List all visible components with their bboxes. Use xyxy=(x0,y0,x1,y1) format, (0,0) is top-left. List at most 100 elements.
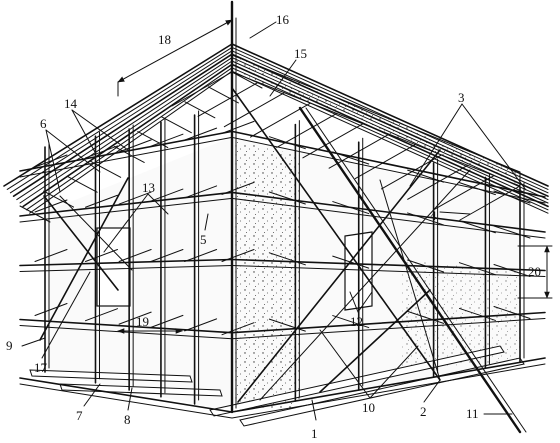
transom xyxy=(407,259,445,273)
ledger-left xyxy=(19,318,233,334)
deck-board-right xyxy=(231,43,549,187)
transom xyxy=(184,318,218,332)
ledger-right xyxy=(231,258,546,272)
label-7: 7 xyxy=(76,408,83,423)
brace-left-1 xyxy=(39,177,129,341)
deck-crossboard xyxy=(231,71,263,89)
transom xyxy=(184,249,218,262)
label-10: 10 xyxy=(362,400,375,415)
leader-12b xyxy=(357,291,373,313)
label-3: 3 xyxy=(458,90,465,105)
ledger-right xyxy=(231,130,546,198)
transom xyxy=(332,315,370,329)
transom xyxy=(493,264,531,277)
label-14: 14 xyxy=(64,96,78,111)
left-wall xyxy=(45,137,232,412)
sleeper-plank xyxy=(29,369,193,383)
transom xyxy=(118,191,152,205)
transom xyxy=(407,310,445,324)
label-16: 16 xyxy=(276,12,290,27)
leader-7 xyxy=(83,383,101,407)
scaffold-frame xyxy=(19,0,546,419)
transom xyxy=(493,306,531,319)
plaster-texture-lower xyxy=(400,260,520,370)
label-12: 12 xyxy=(350,314,363,329)
label-8: 8 xyxy=(124,412,131,427)
deck-crossboard xyxy=(137,131,169,149)
label-6: 6 xyxy=(40,116,47,131)
leader-14b xyxy=(71,109,129,151)
ledger-left-edge xyxy=(19,197,233,223)
label-5: 5 xyxy=(200,232,207,247)
deck-crossboard xyxy=(66,175,98,193)
leader-6a xyxy=(45,129,61,193)
deck-board-right xyxy=(231,63,549,208)
deck-crossboard xyxy=(407,164,469,200)
transom xyxy=(458,182,496,196)
raking-brace-pole xyxy=(298,106,522,434)
brace-right-2 xyxy=(259,169,471,401)
deck-crossboard xyxy=(197,81,259,117)
transom xyxy=(493,225,531,239)
leader-14a xyxy=(71,109,97,155)
leader-8 xyxy=(127,387,133,411)
leader-13a xyxy=(103,193,149,253)
deck-board-left xyxy=(19,60,233,204)
transom xyxy=(84,308,118,322)
label-20: 20 xyxy=(528,264,541,279)
deck-crossboard xyxy=(302,123,364,159)
leader-9 xyxy=(21,337,46,347)
ledger-right xyxy=(231,357,546,413)
transom xyxy=(150,133,184,147)
brace-cross-1 xyxy=(231,87,441,381)
deck-crossboard xyxy=(433,175,495,211)
leader-17 xyxy=(41,271,91,359)
ledger-right-edge xyxy=(231,265,546,277)
deck-board-right xyxy=(231,67,549,211)
transom xyxy=(268,191,306,205)
sleeper-plank xyxy=(59,383,223,397)
label-4: 4 xyxy=(430,208,437,223)
transom xyxy=(332,201,370,215)
transom xyxy=(458,262,496,276)
ledger-left xyxy=(19,258,233,267)
ledger-left-edge xyxy=(19,383,233,419)
deck-board-right xyxy=(231,46,549,190)
label-15: 15 xyxy=(294,46,307,61)
ledger-right-edge xyxy=(231,136,546,204)
label-19: 19 xyxy=(136,314,149,329)
ledger-left xyxy=(19,191,233,217)
leader-6b xyxy=(45,129,101,173)
deck-crossboard xyxy=(223,92,285,128)
label-2: 2 xyxy=(420,404,427,419)
transom xyxy=(84,249,118,262)
leader-10a xyxy=(319,329,371,399)
label-17: 17 xyxy=(34,360,48,375)
left-window xyxy=(96,227,131,307)
plaster-texture xyxy=(234,140,300,410)
leader-10b xyxy=(369,345,419,399)
ledger-right xyxy=(231,311,546,334)
brace-right-3 xyxy=(319,289,431,393)
transom xyxy=(34,249,68,262)
ledger-left-edge xyxy=(19,265,233,272)
deck-crossboard xyxy=(184,101,216,119)
deck-board-right xyxy=(231,70,549,214)
transom xyxy=(150,249,184,262)
label-11: 11 xyxy=(466,406,479,421)
deck-crossboard xyxy=(380,154,442,190)
transom xyxy=(268,252,306,266)
leader-2 xyxy=(423,379,441,403)
leader-15 xyxy=(269,59,297,97)
deck-crossboard xyxy=(276,112,338,148)
leader-3b xyxy=(461,103,527,191)
deck-crossboard xyxy=(43,190,75,208)
transom xyxy=(268,136,306,150)
dimensions xyxy=(117,19,553,334)
transom xyxy=(184,127,218,141)
deck-crossboard xyxy=(207,86,239,104)
label-1: 1 xyxy=(311,426,318,441)
transom xyxy=(118,311,152,325)
